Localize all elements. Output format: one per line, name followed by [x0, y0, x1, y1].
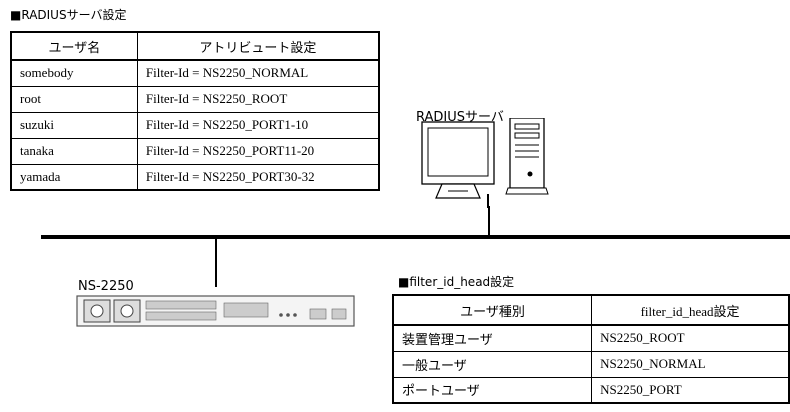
username-cell: tanaka [10, 137, 138, 165]
table-row: ポートユーザ NS2250_PORT [392, 376, 790, 404]
filter-section-title: ■filter_id_head設定 [398, 275, 515, 289]
filter-id-head-cell: NS2250_NORMAL [591, 350, 790, 378]
radius-server-link-line [488, 206, 490, 236]
table-row: 一般ユーザ NS2250_NORMAL [392, 350, 790, 378]
table-row: somebody Filter-Id = NS2250_NORMAL [10, 59, 380, 87]
attribute-cell: Filter-Id = NS2250_ROOT [136, 85, 380, 113]
table-row: tanaka Filter-Id = NS2250_PORT11-20 [10, 137, 380, 165]
radius-section-title: ■RADIUSサーバ設定 [10, 8, 127, 22]
filter-id-head-table: ユーザ種別 filter_id_head設定 装置管理ユーザ NS2250_RO… [392, 294, 790, 404]
table-header-row: ユーザ名 アトリビュート設定 [10, 31, 380, 61]
device-label: NS-2250 [78, 279, 134, 294]
network-backbone-line [41, 235, 790, 239]
username-cell: suzuki [10, 111, 138, 139]
table-row: 装置管理ユーザ NS2250_ROOT [392, 324, 790, 352]
radius-server-label: RADIUSサーバ [416, 110, 504, 125]
username-cell: yamada [10, 163, 138, 191]
column-header-user-type: ユーザ種別 [392, 294, 593, 326]
table-row: root Filter-Id = NS2250_ROOT [10, 85, 380, 113]
table-row: suzuki Filter-Id = NS2250_PORT1-10 [10, 111, 380, 139]
username-cell: somebody [10, 59, 138, 87]
radius-user-table: ユーザ名 アトリビュート設定 somebody Filter-Id = NS22… [10, 31, 380, 191]
user-type-cell: 装置管理ユーザ [392, 324, 593, 352]
table-row: yamada Filter-Id = NS2250_PORT30-32 [10, 163, 380, 191]
column-header-attribute: アトリビュート設定 [136, 31, 380, 61]
attribute-cell: Filter-Id = NS2250_PORT1-10 [136, 111, 380, 139]
radius-server-icon [421, 118, 549, 208]
column-header-filter-id-head: filter_id_head設定 [591, 294, 790, 326]
user-type-cell: ポートユーザ [392, 376, 593, 404]
attribute-cell: Filter-Id = NS2250_NORMAL [136, 59, 380, 87]
attribute-cell: Filter-Id = NS2250_PORT11-20 [136, 137, 380, 165]
filter-id-head-cell: NS2250_PORT [591, 376, 790, 404]
attribute-cell: Filter-Id = NS2250_PORT30-32 [136, 163, 380, 191]
column-header-username: ユーザ名 [10, 31, 138, 61]
username-cell: root [10, 85, 138, 113]
ns2250-device-icon [76, 295, 355, 327]
filter-id-head-cell: NS2250_ROOT [591, 324, 790, 352]
user-type-cell: 一般ユーザ [392, 350, 593, 378]
device-link-line [215, 239, 217, 287]
table-header-row: ユーザ種別 filter_id_head設定 [392, 294, 790, 326]
